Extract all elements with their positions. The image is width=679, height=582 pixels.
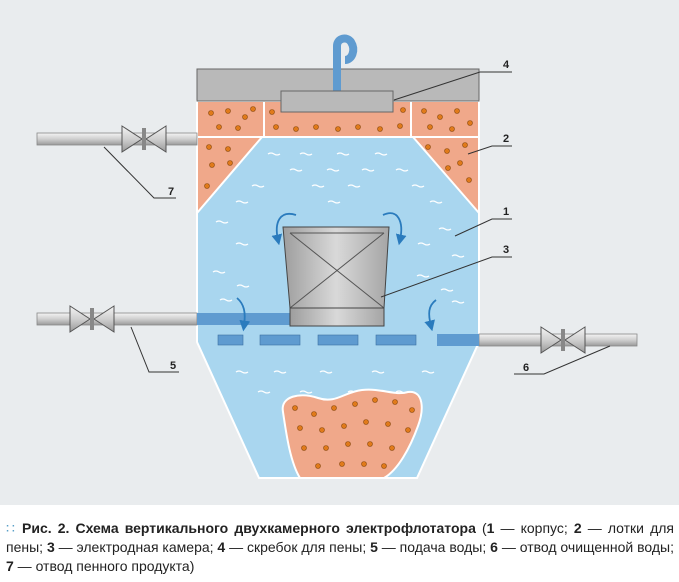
caption-item-number: 7 xyxy=(6,558,14,574)
electrode-chamber xyxy=(282,226,390,327)
water-waves xyxy=(212,152,465,394)
caption-prefix: Рис. 2. xyxy=(22,520,70,536)
electroflotator-diagram: 4 2 1 3 5 6 7 xyxy=(36,34,638,479)
particles xyxy=(204,106,473,469)
caption-bullet-icon: ∷ xyxy=(6,520,16,536)
outlet-clean-water-pipe xyxy=(437,326,638,354)
label-5: 5 xyxy=(170,360,176,372)
caption-item-number: 1 xyxy=(486,520,495,536)
label-3: 3 xyxy=(503,244,509,256)
label-7: 7 xyxy=(168,186,174,198)
caption-item-text: — подача воды; xyxy=(377,539,491,555)
leader-lines xyxy=(103,71,611,375)
caption-item-text: — электродная камера; xyxy=(54,539,218,555)
flow-arrows xyxy=(236,212,437,332)
label-6: 6 xyxy=(523,362,529,374)
sediment xyxy=(281,388,423,479)
scraper-handle xyxy=(333,34,358,92)
caption-item-number: 6 xyxy=(490,539,498,555)
caption-legend: (1 — корпус; 2 — лотки для пены; 3 — эле… xyxy=(6,520,675,574)
caption-item-text: — корпус; xyxy=(494,520,574,536)
scraper-blade xyxy=(280,90,394,113)
caption-item-number: 4 xyxy=(217,539,226,555)
caption-item-number: 2 xyxy=(573,520,582,536)
caption-item-text: — лотки для пены; xyxy=(6,520,675,555)
label-1: 1 xyxy=(503,206,509,218)
caption-item-number: 3 xyxy=(46,539,55,555)
outlet-foam-pipe xyxy=(36,125,198,153)
caption-item-text: — отвод очищенной воды; xyxy=(497,539,675,555)
distributor-slots xyxy=(217,334,417,346)
foam-layer-right xyxy=(410,100,480,138)
caption-item-text: — отвод пенного продукта xyxy=(13,558,190,574)
figure-caption: ∷ Рис. 2. Схема вертикального двухкамерн… xyxy=(6,519,674,576)
label-4: 4 xyxy=(503,59,510,71)
caption-item-number: 5 xyxy=(370,539,378,555)
label-2: 2 xyxy=(503,133,509,145)
caption-title: Схема вертикального двухкамерного электр… xyxy=(75,520,476,536)
caption-item-text: — скребок для пены; xyxy=(225,539,371,555)
